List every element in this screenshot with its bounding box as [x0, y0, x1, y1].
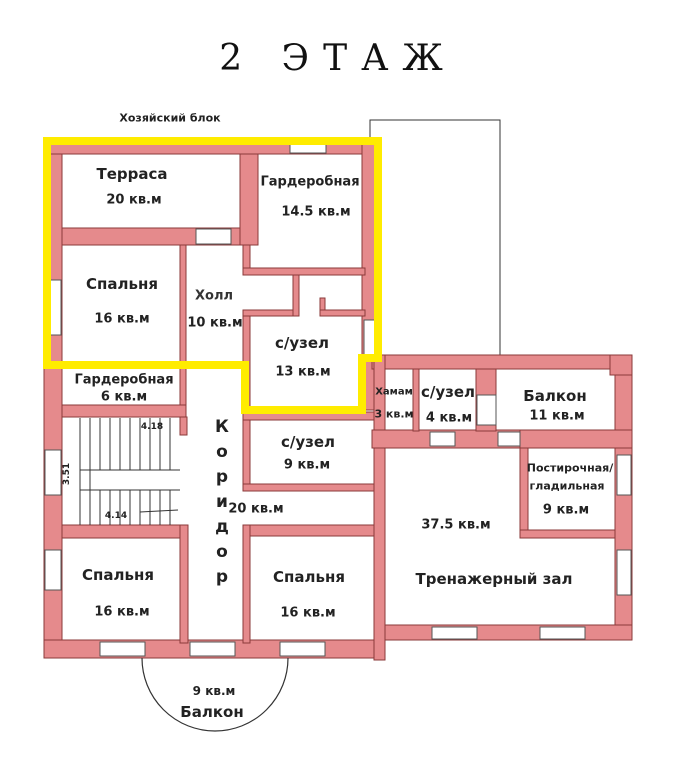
balcony-arc — [141, 657, 289, 732]
bedroom-master-name: Спальня — [86, 275, 158, 293]
laundry-area: 9 кв.м — [542, 502, 590, 518]
bathroom-master-area: 13 кв.м — [275, 364, 331, 380]
laundry-name: Постирочная/ — [526, 461, 614, 475]
bedroom-right-area: 16 кв.м — [280, 605, 336, 621]
balcony-right-area: 11 кв.м — [529, 408, 585, 424]
corridor-letter: д — [215, 517, 229, 537]
hamam-area: 3 кв.м — [374, 407, 414, 421]
stair-dimension: 4.18 — [140, 422, 164, 432]
balcony-right-name: Балкон — [523, 387, 587, 405]
bedroom-left-name: Спальня — [82, 566, 154, 584]
hall-area: 10 кв.м — [187, 315, 243, 331]
page-title: 2 ЭТАЖ — [219, 38, 457, 79]
corridor-letter: К — [215, 417, 229, 437]
bathroom-small-area: 4 кв.м — [425, 410, 473, 426]
gym-area: 37.5 кв.м — [421, 517, 491, 533]
balcony-bottom-name: Балкон — [180, 703, 244, 721]
wardrobe-small-name: Гардеробная — [74, 372, 174, 388]
bathroom-mid-area: 9 кв.м — [283, 457, 331, 473]
bedroom-right-name: Спальня — [273, 568, 345, 586]
corridor-letter: и — [216, 492, 228, 512]
windows — [44, 140, 632, 657]
bathroom-master-name: с/узел — [274, 334, 330, 352]
owner-block-highlight — [43, 137, 382, 414]
corridor-area: 20 кв.м — [228, 501, 284, 517]
bedroom-left-area: 16 кв.м — [94, 604, 150, 620]
owner-block-label: Хозяйский блок — [119, 111, 221, 125]
gym-name: Тренажерный зал — [415, 570, 573, 588]
stair-dimension: 4.14 — [104, 511, 128, 521]
terrace-area: 20 кв.м — [106, 192, 162, 208]
corridor-name: К о р и д о р — [212, 415, 232, 590]
corridor-letter: о — [216, 542, 228, 562]
wardrobe-small-area: 6 кв.м — [100, 389, 148, 405]
staircase — [79, 418, 180, 525]
hall-name: Холл — [195, 288, 233, 304]
bedroom-master-area: 16 кв.м — [94, 311, 150, 327]
corridor-letter: р — [215, 467, 229, 487]
hamam-name: Хамам — [375, 386, 413, 398]
bathroom-mid-name: с/узел — [280, 433, 336, 451]
roof-outline — [369, 119, 501, 361]
corridor-letter: о — [216, 442, 228, 462]
balcony-bottom-area: 9 кв.м — [192, 684, 236, 698]
wardrobe-large-name: Гардеробная — [260, 174, 360, 190]
terrace-name: Терраса — [96, 165, 168, 183]
wardrobe-large-area: 14.5 кв.м — [281, 204, 351, 220]
bathroom-small-name: с/узел — [420, 383, 476, 401]
corridor-letter: р — [215, 567, 229, 587]
laundry-name-2: гладильная — [529, 479, 605, 493]
stair-dimension: 3.51 — [62, 462, 72, 486]
